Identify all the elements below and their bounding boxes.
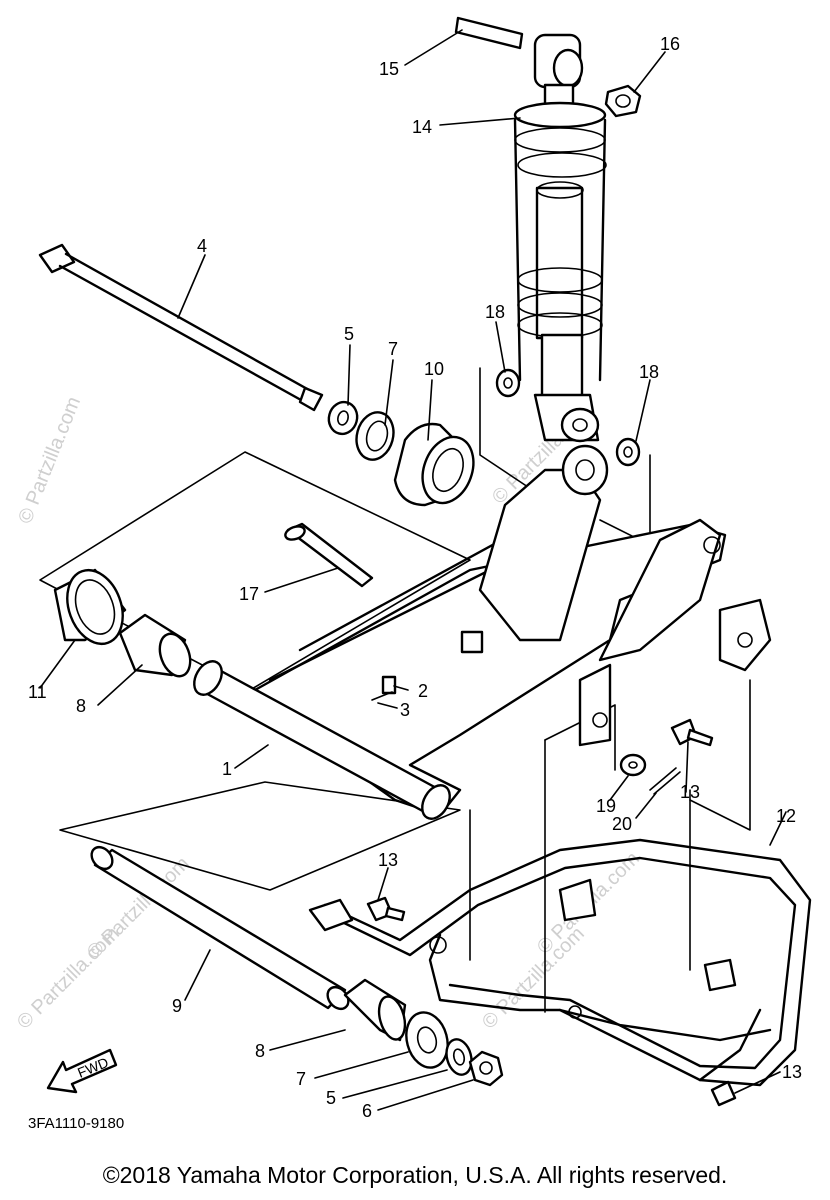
callout-15: 15 bbox=[379, 59, 399, 79]
callout-13: 13 bbox=[378, 850, 398, 870]
callout-7: 7 bbox=[388, 339, 398, 359]
collar-right bbox=[615, 437, 641, 467]
callout-14: 14 bbox=[412, 117, 432, 137]
grease-nipple bbox=[371, 675, 397, 701]
callout-16: 16 bbox=[660, 34, 680, 54]
collar-lower bbox=[343, 978, 407, 1042]
bolt-13-left bbox=[366, 896, 406, 922]
fwd-arrow-icon: FWD bbox=[46, 1048, 118, 1094]
callout-13: 13 bbox=[782, 1062, 802, 1082]
pivot-shaft bbox=[38, 243, 324, 412]
guard-frame bbox=[308, 838, 812, 1087]
bearing-upper bbox=[355, 411, 395, 461]
washer-lower bbox=[445, 1038, 473, 1076]
callout-4: 4 bbox=[197, 236, 207, 256]
diagram-code: 3FA1110-9180 bbox=[28, 1115, 124, 1132]
callout-17: 17 bbox=[239, 584, 259, 604]
callouts: 15 16 14 4 5 7 10 18 18 17 11 8 2 3 1 19… bbox=[28, 34, 802, 1121]
fwd-label: FWD bbox=[75, 1054, 111, 1081]
washer-19 bbox=[619, 753, 647, 777]
callout-12: 12 bbox=[776, 806, 796, 826]
pin bbox=[284, 522, 374, 588]
bolt-13-upper bbox=[670, 718, 714, 747]
callout-3: 3 bbox=[400, 700, 410, 720]
nut-top bbox=[604, 84, 642, 118]
callout-11: 11 bbox=[28, 682, 47, 702]
bushing-upper bbox=[393, 422, 475, 507]
callout-6: 6 bbox=[362, 1101, 372, 1121]
collar-left-lower bbox=[118, 613, 192, 678]
callout-7: 7 bbox=[296, 1069, 306, 1089]
callout-13: 13 bbox=[680, 782, 700, 802]
callout-9: 9 bbox=[172, 996, 182, 1016]
tube bbox=[90, 845, 350, 1011]
bolt-13-lower bbox=[710, 1080, 737, 1107]
nut-lower bbox=[468, 1050, 504, 1087]
bushing-left bbox=[53, 568, 127, 645]
callout-2: 2 bbox=[418, 681, 428, 701]
bearing-lower bbox=[405, 1011, 449, 1069]
cotter-pin-20 bbox=[649, 767, 681, 795]
callout-10: 10 bbox=[424, 359, 444, 379]
rear-shock-absorber bbox=[454, 16, 607, 443]
washer-upper bbox=[327, 400, 359, 436]
callout-5: 5 bbox=[344, 324, 354, 344]
callout-18: 18 bbox=[485, 302, 505, 322]
callout-20: 20 bbox=[612, 814, 632, 834]
exploded-parts-diagram: © Partzilla.com © Partzilla.com © Partzi… bbox=[13, 16, 812, 1132]
callout-8: 8 bbox=[76, 696, 86, 716]
watermark: © Partzilla.com bbox=[13, 923, 124, 1034]
rear-arm bbox=[193, 444, 772, 820]
copyright-notice: ©2018 Yamaha Motor Corporation, U.S.A. A… bbox=[102, 1162, 728, 1188]
leader-lines bbox=[39, 29, 787, 1111]
callout-19: 19 bbox=[596, 796, 616, 816]
callout-8: 8 bbox=[255, 1041, 265, 1061]
callout-1: 1 bbox=[222, 759, 232, 779]
watermark: © Partzilla.com bbox=[14, 394, 85, 527]
callout-18: 18 bbox=[639, 362, 659, 382]
callout-5: 5 bbox=[326, 1088, 336, 1108]
collar-left bbox=[495, 368, 521, 398]
